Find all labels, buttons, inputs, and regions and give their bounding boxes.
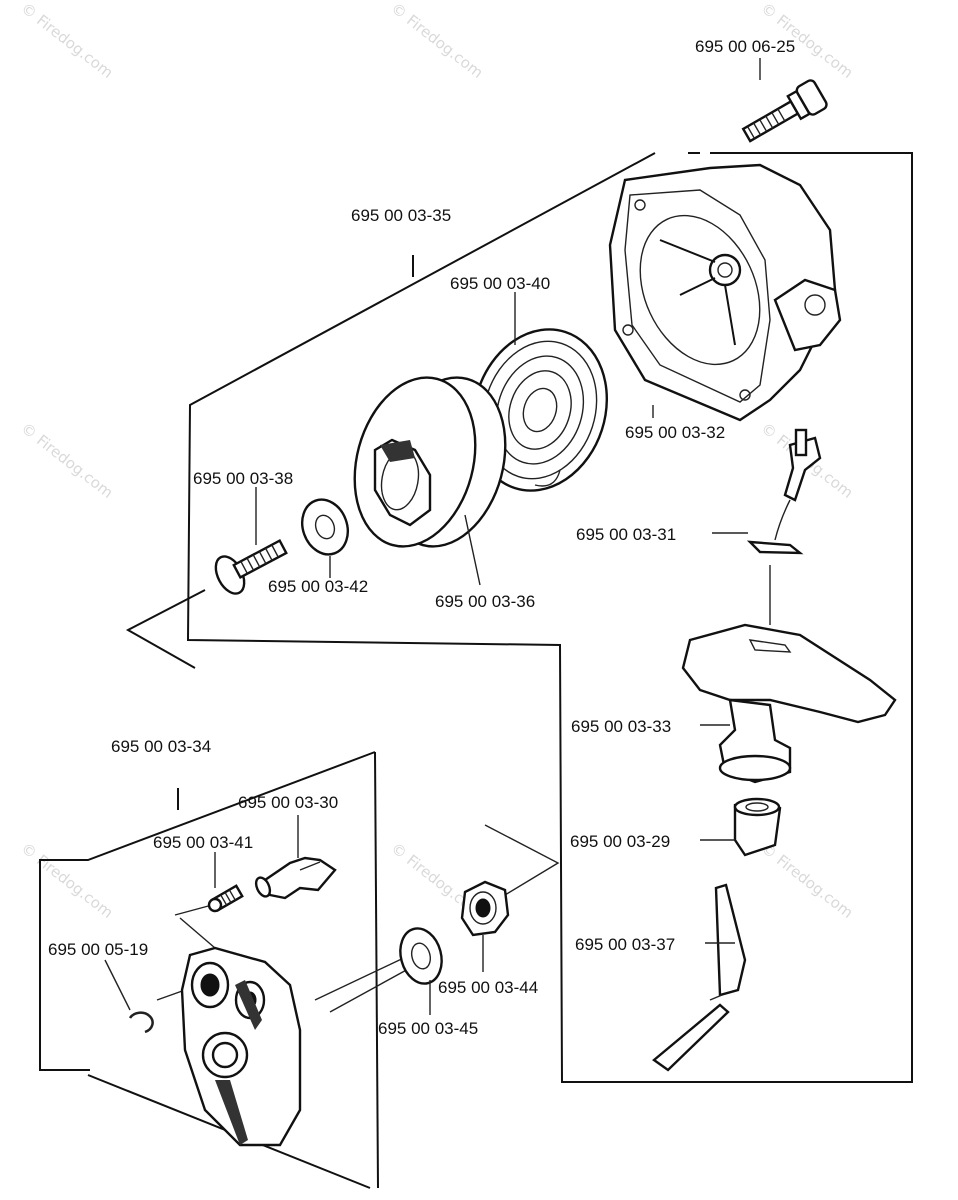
housing-part [608,163,842,422]
label-pawl: 695 00 03-30 [238,793,338,812]
part-labels: 695 00 06-25 695 00 03-35 695 00 03-40 6… [48,37,795,1038]
bolt-top-part [741,79,828,143]
label-spring-small: 695 00 03-41 [153,833,253,852]
watermark: © Firedog.com [18,839,117,922]
spring-small-part [207,884,244,913]
label-screw: 695 00 03-38 [193,469,293,488]
watermark: © Firedog.com [18,0,117,82]
label-pawl-assembly: 695 00 03-34 [111,737,211,756]
pulley-part [353,376,507,548]
watermark: © Firedog.com [388,0,487,82]
handle-part [681,623,897,784]
label-recoil-spring: 695 00 03-40 [450,274,550,293]
label-washer: 695 00 03-42 [268,577,368,596]
label-starter-assembly: 695 00 03-35 [351,206,451,225]
label-bolt-top: 695 00 06-25 [695,37,795,56]
label-washer-large: 695 00 03-45 [378,1019,478,1038]
rope-guide-part [746,428,822,625]
label-nut: 695 00 03-44 [438,978,538,997]
label-rope: 695 00 03-37 [575,935,675,954]
label-circlip: 695 00 05-19 [48,940,148,959]
label-housing: 695 00 03-32 [625,423,725,442]
label-handle: 695 00 03-33 [571,717,671,736]
washer-large-part [399,927,443,985]
rope-part [652,883,747,1072]
watermark: © Firedog.com [18,419,117,502]
watermark: © Firedog.com [758,839,857,922]
pawl-part [254,856,337,900]
screw-part [214,539,288,595]
label-pulley: 695 00 03-36 [435,592,535,611]
label-handle-insert: 695 00 03-29 [570,832,670,851]
circlip-part [128,1011,154,1034]
handle-insert-part [733,797,782,857]
nut-part [460,880,510,937]
recoil-spring-part [471,328,609,492]
pawl-holder-part [180,946,302,1147]
label-rope-guide-clip: 695 00 03-31 [576,525,676,544]
leader-lines [104,58,761,1015]
washer-part [301,498,349,556]
